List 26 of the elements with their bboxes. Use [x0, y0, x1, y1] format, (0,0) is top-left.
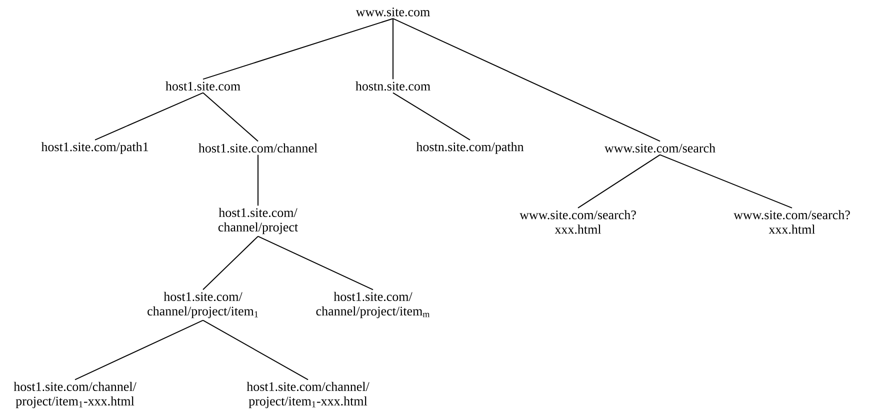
tree-line	[258, 236, 374, 290]
url-text: www.site.com/search	[604, 143, 716, 153]
url-text: www.site.com	[356, 8, 430, 16]
tree-line	[94, 92, 204, 140]
tree-line	[660, 154, 792, 208]
tree-line	[392, 92, 470, 140]
url-text: host1.site.com/channel/ project/item$_{1}$-xxx.html	[14, 382, 136, 408]
url-text: host1.site.com/path1	[41, 142, 148, 154]
url-text: host1.site.com/ channel/project	[218, 208, 298, 234]
url-text: host1.site.com/ channel/project/item$_{1}$	[148, 292, 258, 318]
tree-line	[74, 320, 204, 380]
tree-line	[202, 320, 308, 380]
url-text: host1.site.com/channel	[198, 143, 318, 153]
url-text: www.site.com/search? xxx.html	[734, 210, 850, 234]
url-text: hostn.site.com/pathn	[416, 142, 524, 154]
url-text: www.site.com/search? xxx.html	[520, 210, 636, 234]
tree-line	[202, 236, 258, 290]
tree-line	[202, 18, 394, 80]
tree-line	[392, 18, 660, 142]
tree-line	[202, 92, 258, 142]
url-text: host1.site.com	[166, 81, 240, 91]
url-text: hostn.site.com	[356, 81, 430, 91]
tree-line	[392, 18, 394, 80]
tree-line	[578, 154, 660, 208]
url-text: host1.site.com/channel/ project/item$_{1}$-xxx.html	[246, 382, 370, 408]
url-text: host1.site.com/ channel/project/item$_{m}$	[316, 292, 430, 318]
